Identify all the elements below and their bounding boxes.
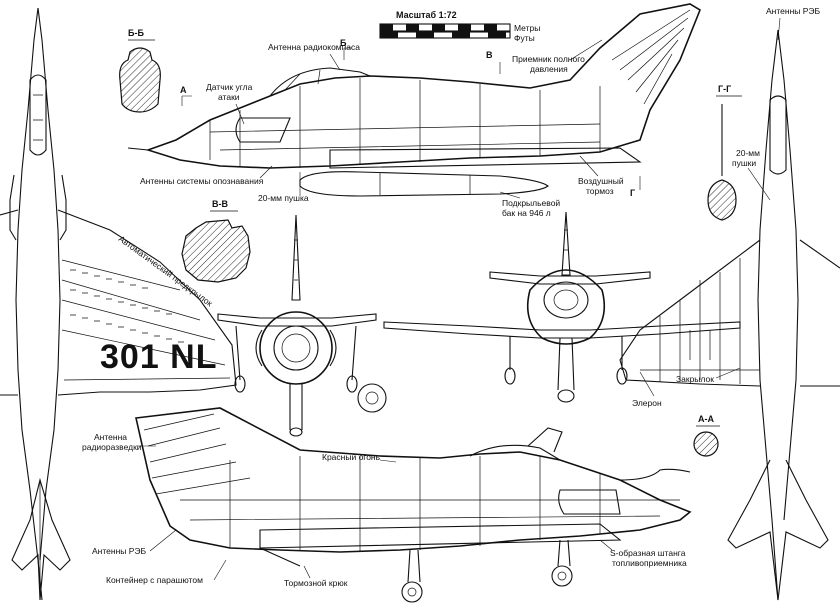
red-light-label: Красный огонь <box>322 452 381 462</box>
section-gg: Г-Г <box>707 84 742 221</box>
airbrake-label-2: тормоз <box>586 186 614 196</box>
section-bb-label: Б-Б <box>128 28 144 38</box>
aoa-sensor-label-2: атаки <box>218 92 240 102</box>
guns-top-label-2: пушки <box>732 158 756 168</box>
section-gg-label: Г-Г <box>718 84 731 94</box>
section-mark-a: А <box>180 85 187 95</box>
drop-tank-label-1: Подкрыльевой <box>502 198 560 208</box>
top-view-right <box>619 29 840 601</box>
pitot-label-2: давления <box>530 64 568 74</box>
refuel-probe-label-1: S-образная штанга <box>610 548 686 558</box>
gun-label: 20-мм пушка <box>258 193 309 203</box>
ecm-bottom-label: Антенны РЭБ <box>92 546 147 556</box>
side-code: 301 NL <box>100 338 218 376</box>
section-vv-label: В-В <box>212 199 228 209</box>
section-aa-label: А-А <box>698 414 714 424</box>
front-view-left <box>217 214 387 437</box>
flap-label: Закрылок <box>676 374 714 384</box>
section-vv: В-В <box>181 199 251 283</box>
scale-title: Масштаб 1:72 <box>396 10 457 20</box>
side-view-bottom <box>135 407 692 603</box>
section-mark-b: Б <box>340 38 347 48</box>
section-mark-v: В <box>486 50 493 60</box>
section-mark-g: Г <box>630 188 635 198</box>
section-bb: Б-Б <box>119 28 161 113</box>
refuel-probe-label-2: топливоприемника <box>612 558 687 568</box>
side-view-top: А Б В Г <box>127 3 701 198</box>
chute-container-label: Контейнер с парашютом <box>106 575 203 585</box>
guns-top-label-1: 20-мм <box>736 148 760 158</box>
aileron-label: Элерон <box>632 398 662 408</box>
radio-compass-label: Антенна радиокомпаса <box>268 42 360 52</box>
right-labels: Антенны РЭБ 20-мм пушки Закрылок Элерон <box>632 6 821 408</box>
airbrake-label-1: Воздушный <box>578 176 624 186</box>
scale-bar: Масштаб 1:72 Метры Футы <box>379 10 540 43</box>
tail-hook-label: Тормозной крюк <box>284 578 348 588</box>
recon-antenna-label-1: Антенна <box>94 432 127 442</box>
drop-tank-label-2: бак на 946 л <box>502 208 551 218</box>
side-view-top-labels: Антенна радиокомпаса Датчик угла атаки П… <box>140 39 624 218</box>
scale-unit-feet: Футы <box>514 33 535 43</box>
top-view-left: 301 NL Автоматический предкрылок <box>0 7 237 601</box>
ecm-top-label: Антенны РЭБ <box>766 6 821 16</box>
side-view-bottom-labels: Антенна радиоразведки Красный огонь Анте… <box>82 432 687 588</box>
pitot-label-1: Приемник полного <box>512 54 585 64</box>
section-aa: А-А <box>693 414 720 457</box>
iff-antennas-label: Антенны системы опознавания <box>140 176 264 186</box>
aoa-sensor-label-1: Датчик угла <box>206 82 253 92</box>
scale-unit-meters: Метры <box>514 23 540 33</box>
recon-antenna-label-2: радиоразведки <box>82 442 142 452</box>
